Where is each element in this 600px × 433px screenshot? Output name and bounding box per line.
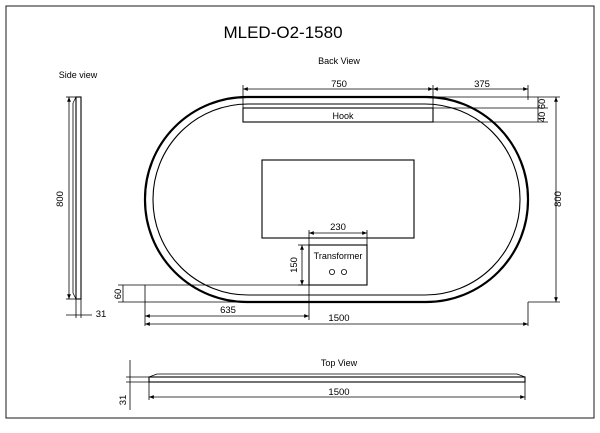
top-width-dim: 1500 bbox=[328, 387, 349, 398]
top-view-label: Top View bbox=[321, 358, 358, 368]
transformer-width-dim: 230 bbox=[330, 222, 346, 233]
hook-top-40-dim: 40 bbox=[537, 112, 548, 123]
top-depth-dim: 31 bbox=[118, 395, 129, 406]
hook-top-60-dim: 60 bbox=[537, 99, 548, 110]
back-width-dim: 1500 bbox=[328, 313, 349, 324]
top-view-body bbox=[148, 376, 526, 383]
bottom-60-dim: 60 bbox=[113, 289, 124, 300]
transformer-screw-left bbox=[328, 268, 335, 275]
mirror-outer-oval bbox=[143, 95, 530, 304]
transformer-offset-dim: 635 bbox=[220, 305, 236, 316]
side-height-dim: 800 bbox=[55, 191, 66, 207]
back-view-label: Back View bbox=[318, 56, 360, 66]
hook-bar bbox=[242, 107, 434, 123]
back-panel bbox=[261, 159, 415, 239]
back-view: Back View Hook 750 375 40 60 800 Transfo… bbox=[113, 56, 564, 326]
back-height-dim: 800 bbox=[553, 191, 564, 207]
transformer-height-dim: 150 bbox=[289, 257, 300, 273]
side-depth-dim: 31 bbox=[96, 309, 107, 320]
hook-offset-dim: 375 bbox=[474, 79, 490, 90]
hook-label: Hook bbox=[332, 111, 354, 121]
top-view: Top View 31 1500 bbox=[118, 358, 526, 410]
hook-width-dim: 750 bbox=[331, 79, 347, 90]
mirror-inner-oval bbox=[152, 103, 521, 296]
side-view: Side view 800 31 bbox=[55, 70, 106, 320]
transformer-label: Transformer bbox=[314, 251, 363, 261]
side-view-top-edge bbox=[72, 96, 77, 104]
side-view-body bbox=[75, 96, 82, 300]
side-view-bottom-edge bbox=[72, 292, 77, 300]
drawing-title: MLED-O2-1580 bbox=[223, 23, 342, 42]
transformer-screw-right bbox=[340, 268, 347, 275]
transformer-box bbox=[308, 244, 368, 286]
side-view-label: Side view bbox=[59, 70, 98, 80]
sheet-border bbox=[5, 5, 595, 419]
